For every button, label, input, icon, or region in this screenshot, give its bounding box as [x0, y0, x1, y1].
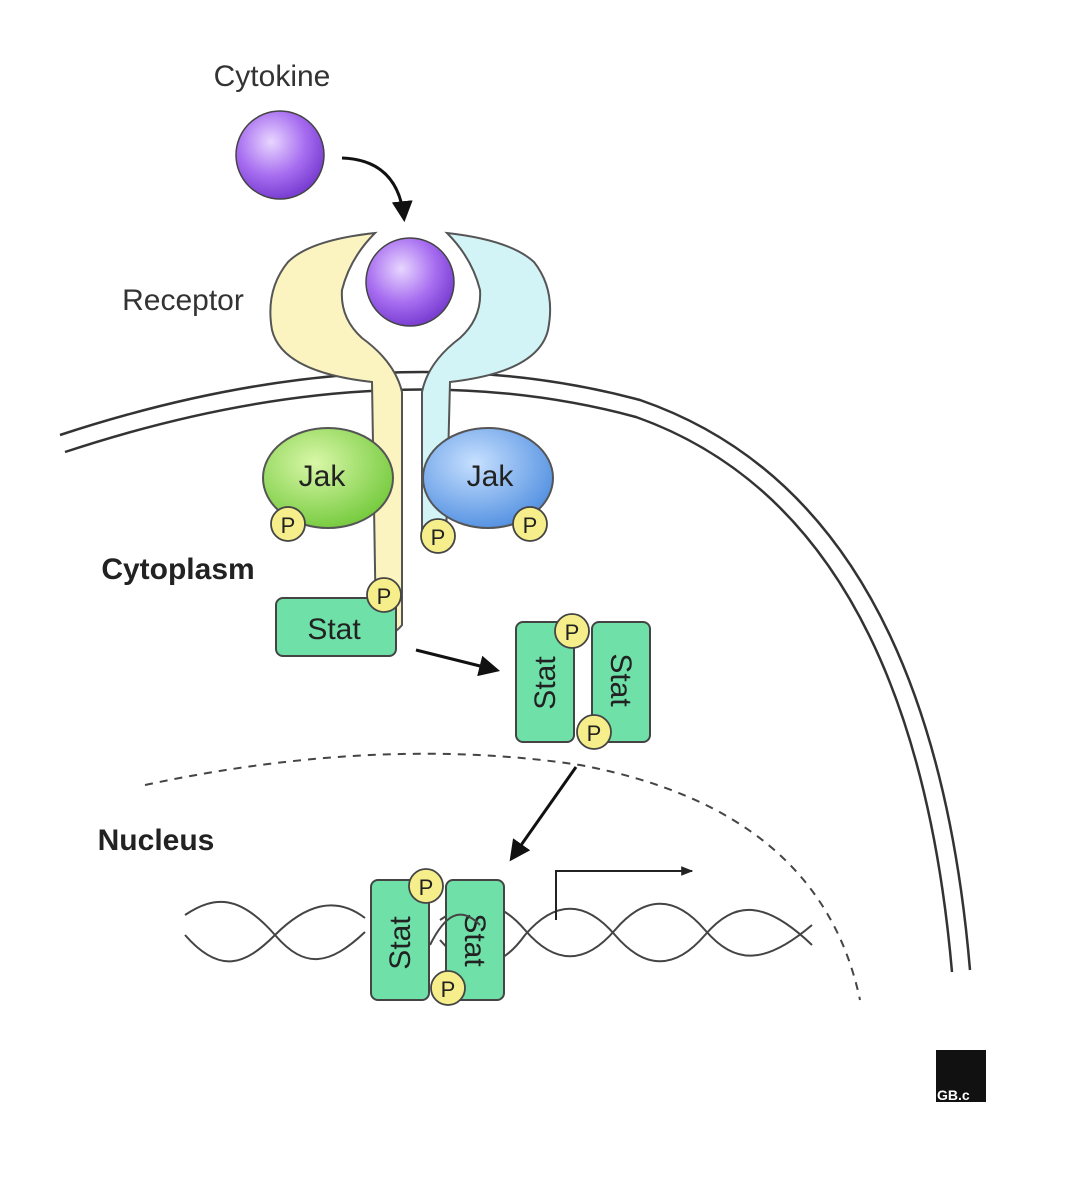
jak-right: Jak	[422, 427, 554, 529]
phosphate-jak-right: P	[512, 506, 548, 542]
svg-text:P: P	[419, 875, 434, 900]
svg-text:GB.c: GB.c	[937, 1087, 970, 1103]
nuclear-envelope	[144, 752, 861, 1001]
phosphate-nuclear-top: P	[408, 868, 444, 904]
svg-text:P: P	[587, 721, 602, 746]
arrow-icon	[415, 648, 501, 677]
svg-text:Stat: Stat	[458, 913, 491, 967]
stat-dimer-cytoplasm: Stat Stat	[515, 621, 651, 743]
cell-membrane	[59, 370, 972, 973]
arrow-icon	[509, 766, 578, 862]
logo: GB.c	[936, 1050, 986, 1103]
cytokine-free	[235, 110, 325, 200]
phosphate-dimer-top: P	[554, 613, 590, 649]
svg-text:P: P	[565, 620, 580, 645]
svg-text:P: P	[431, 525, 446, 550]
svg-text:Stat: Stat	[384, 916, 417, 970]
phosphate-nuclear-bottom: P	[430, 970, 466, 1006]
phosphate-stat-receptor: P	[366, 577, 402, 613]
receptor-label: Receptor	[122, 284, 244, 317]
jak-left: Jak	[262, 427, 394, 529]
cytoplasm-label: Cytoplasm	[101, 553, 254, 586]
dna-strand-overlay	[429, 913, 481, 946]
stat-dimer-nucleus: Stat Stat	[370, 879, 505, 1001]
arrow-icon	[341, 156, 413, 223]
cytokine-bound	[365, 237, 455, 327]
transcription-arrow-icon	[555, 866, 694, 920]
svg-text:Stat: Stat	[307, 613, 361, 646]
phosphate-receptor-right: P	[420, 518, 456, 554]
phosphate-dimer-bottom: P	[576, 714, 612, 750]
svg-text:Stat: Stat	[529, 656, 562, 710]
svg-text:P: P	[523, 513, 538, 538]
nucleus-label: Nucleus	[98, 824, 215, 857]
cytokine-label: Cytokine	[214, 60, 331, 93]
svg-text:P: P	[441, 977, 456, 1002]
svg-text:Stat: Stat	[604, 653, 637, 707]
stat-receptor-bound: Stat	[275, 597, 397, 657]
jak-right-label: Jak	[467, 460, 515, 493]
jak-left-label: Jak	[299, 460, 347, 493]
svg-text:P: P	[377, 584, 392, 609]
phosphate-jak-left: P	[270, 506, 306, 542]
svg-text:P: P	[281, 513, 296, 538]
